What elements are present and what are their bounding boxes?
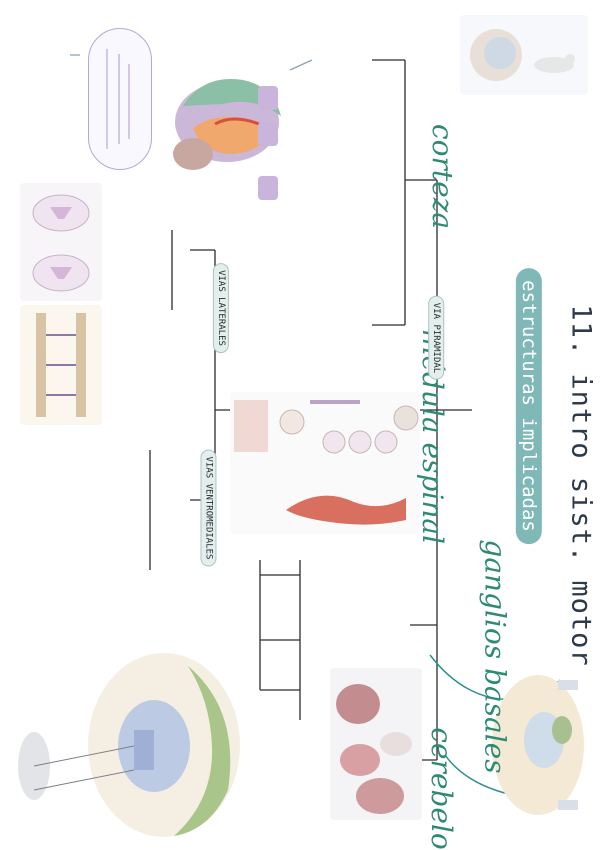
sidebar-chip-1: [258, 86, 278, 110]
topic-ganglios-basales: ganglios basales: [478, 539, 512, 774]
sidebar-chip-3: [258, 176, 278, 200]
head-and-rat-illustration: [460, 15, 588, 95]
cerebellum-illustration: [330, 668, 422, 820]
lavender-note-capsule: [88, 28, 152, 170]
vias-laterales-label: VIAS LATERALES: [212, 263, 229, 353]
page-title: 11. intro sist. motor: [565, 304, 597, 667]
muscle-and-cord-illustration: [230, 392, 420, 534]
note-scribbles: [106, 49, 130, 149]
topic-cerebelo: cerebelo: [424, 727, 458, 850]
basal-ganglia-brain-illustration: [488, 670, 588, 820]
sidebar-chip-2: [258, 122, 278, 146]
brain-coronal-section-illustration: [14, 650, 240, 840]
via-piramidal-label: VIA PIRAMIDAL: [428, 295, 445, 381]
section-pill: estructuras implicadas: [515, 268, 542, 544]
brain-lateral-illustration: [163, 66, 287, 182]
topic-corteza: corteza: [426, 123, 460, 230]
spinal-cord-section-illustration: [20, 183, 102, 301]
spinal-pathway-illustration: [20, 305, 102, 425]
vias-ventromediales-label: VIAS VENTROMEDIALES: [200, 449, 217, 567]
